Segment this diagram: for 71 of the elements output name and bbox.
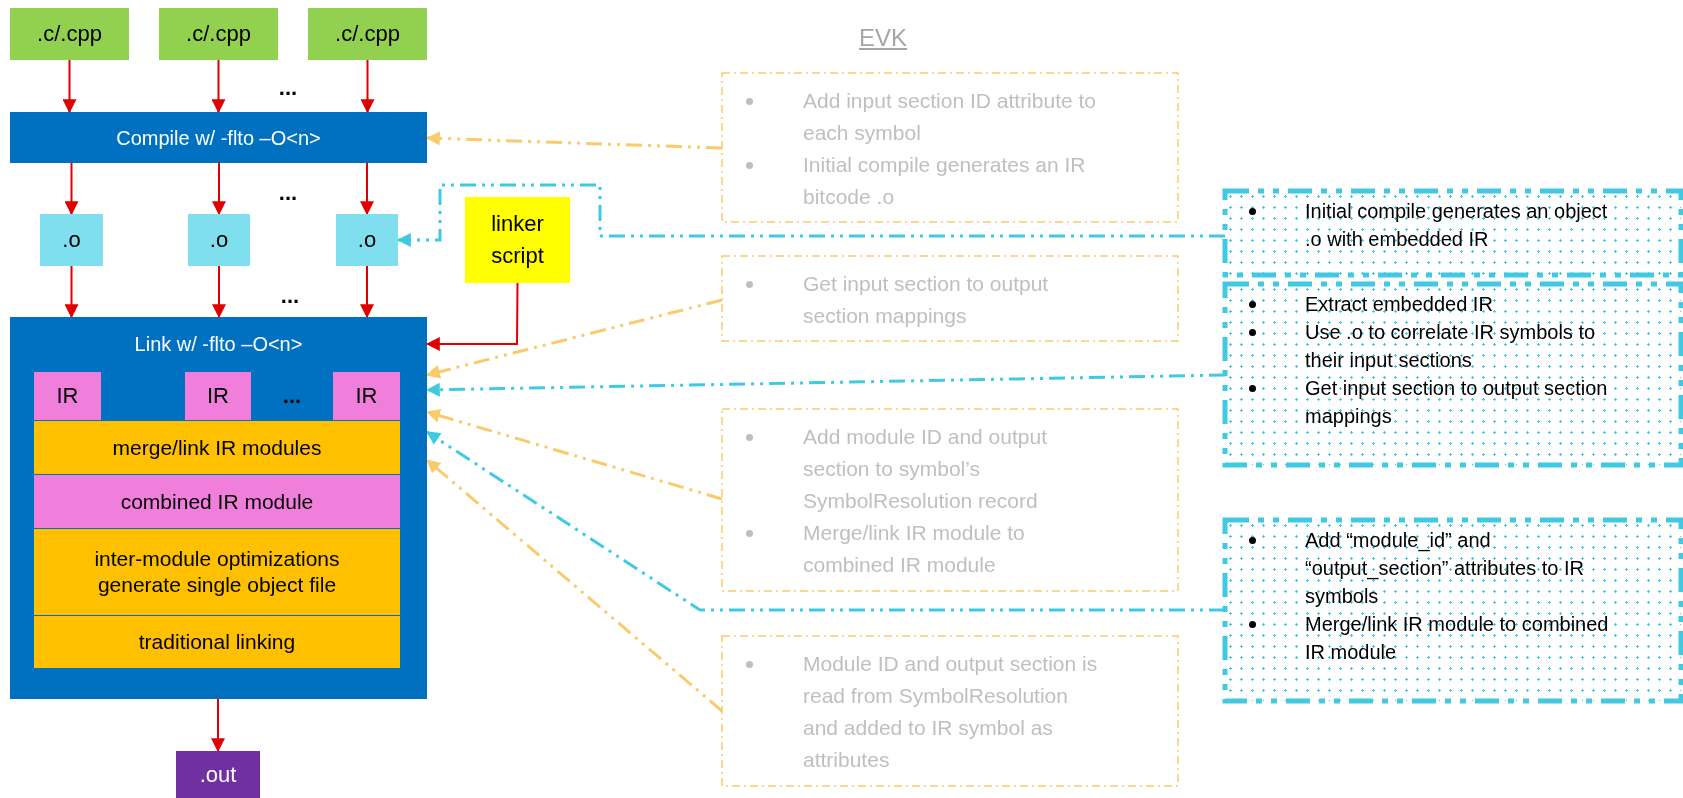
node-label: IR [355, 383, 378, 409]
source-file-box [10, 8, 129, 60]
note-text: Initial compile generates an object .o with embedded IR [1305, 199, 1609, 252]
source-file-box [159, 8, 278, 60]
node-label: .o [357, 227, 377, 253]
ir-box [34, 372, 101, 420]
arrow [212, 265, 226, 319]
note-text: Get input section to output section mappings [803, 271, 1050, 329]
node-label: combined IR module [120, 488, 314, 515]
node-label: .o [209, 227, 229, 253]
note-text: Extract embedded IR [1305, 292, 1494, 317]
node-label: .out [199, 761, 237, 788]
ellipsis: ... [278, 75, 298, 101]
note-box [722, 636, 1178, 786]
node-label: Compile w/ -flto –O<n> [116, 125, 321, 151]
node-label: .c/.cpp [335, 21, 400, 47]
ir-module-bar [34, 475, 400, 528]
arrow [64, 265, 79, 319]
column-heading: EVK [859, 24, 907, 52]
link-stage-bar [34, 529, 400, 615]
arrow [360, 59, 375, 114]
node-label: inter-module optimizations [94, 546, 340, 572]
note-text: Add “module_id” and “output_section” attributes to IR symbols [1305, 528, 1586, 609]
node-label: IR [207, 383, 229, 409]
note-text: Get input section to output section mappings [1305, 376, 1609, 429]
note-text: Use .o to correlate IR symbols to their input sections [1305, 320, 1597, 373]
arrow [62, 59, 77, 114]
arrow [64, 162, 79, 216]
link-step-panel [10, 317, 427, 699]
node-label: IR [56, 383, 79, 409]
compile-step-bar [10, 112, 427, 163]
ir-box [333, 372, 400, 420]
arrow [360, 265, 374, 319]
object-file-box [188, 214, 250, 266]
note-box [722, 409, 1178, 591]
arrow [426, 430, 1225, 612]
node-label: traditional linking [138, 629, 296, 655]
arrow [360, 162, 374, 216]
arrow [211, 59, 226, 114]
note-text: Module ID and output section is read from SymbolResolution and added to IR symbol as attributes [803, 651, 1099, 773]
object-file-box [336, 214, 398, 266]
note-box [1225, 191, 1681, 275]
node-label: .o [62, 227, 81, 253]
note-text: Add input section ID attribute to each symbol [803, 88, 1097, 146]
note-box [722, 73, 1178, 222]
output-file-box [176, 751, 260, 798]
arrow [426, 458, 723, 713]
note-text: Initial compile generates an IR bitcode .o [803, 152, 1087, 210]
note-text: Merge/link IR module to combined IR module [803, 520, 1026, 578]
note-box [722, 256, 1178, 341]
object-file-box [40, 214, 103, 266]
link-stage-bar [34, 421, 400, 474]
node-label: linker script [490, 210, 545, 270]
ellipsis: ... [278, 180, 298, 206]
arrow [212, 162, 226, 216]
link-stage-bar [34, 616, 400, 668]
note-text: Add module ID and output section to symbol’s SymbolResolution record [803, 424, 1048, 514]
ellipsis: ... [280, 283, 300, 309]
ellipsis: ... [282, 383, 302, 409]
ir-box [185, 372, 251, 420]
source-file-box [308, 8, 427, 60]
note-text: Merge/link IR module to combined IR module [1305, 612, 1610, 665]
note-box [1225, 284, 1681, 465]
node-label: .c/.cpp [37, 21, 102, 47]
note-box [1225, 520, 1681, 701]
linker-script-box [465, 197, 570, 283]
node-label: merge/link IR modules [112, 434, 322, 461]
arrow [211, 698, 225, 753]
node-label: .c/.cpp [186, 21, 251, 47]
node-label: generate single object file [97, 572, 337, 598]
node-label: Link w/ -flto –O<n> [134, 332, 303, 357]
